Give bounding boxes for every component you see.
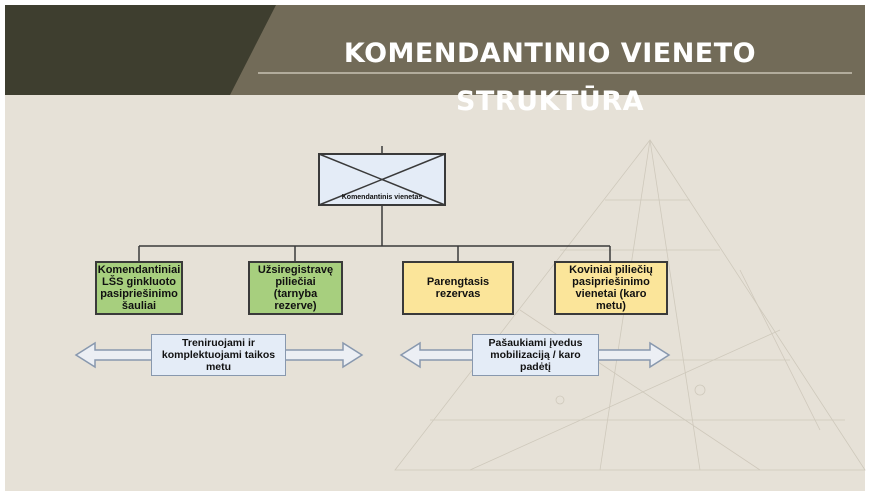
range-label-mobilization: Pašaukiami įvedus mobilizaciją / karo pa… xyxy=(472,334,599,376)
unit-symbol xyxy=(318,153,446,206)
range-label-peacetime: Treniruojami ir komplektuojami taikos me… xyxy=(151,334,286,376)
top-unit-label: Komendantinis vienetas xyxy=(341,194,423,201)
header-dark-segment xyxy=(5,5,276,95)
sub-unit-box-4: Koviniai piliečių pasipriešinimo vieneta… xyxy=(554,261,668,315)
sub-unit-box-1: Komendantiniai LŠS ginkluoto pasipriešin… xyxy=(95,261,183,315)
org-connectors xyxy=(138,146,611,261)
page-title: KOMENDANTINIO VIENETO STRUKTŪRA xyxy=(343,38,757,117)
sub-unit-box-2: Užsiregistravę piliečiai (tarnyba rezerv… xyxy=(248,261,343,315)
sub-unit-box-3: Parengtasis rezervas xyxy=(402,261,514,315)
